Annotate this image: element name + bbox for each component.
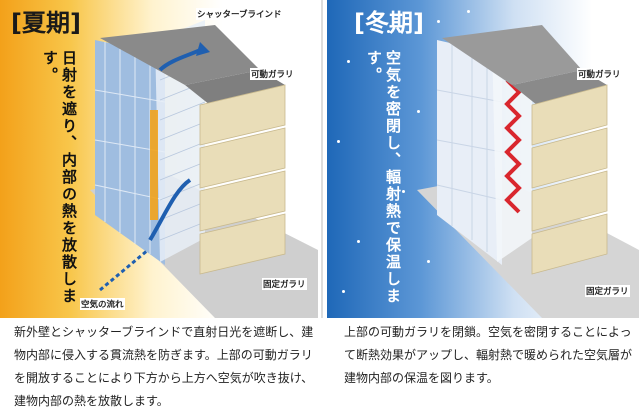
winter-callout-movable-louver: 可動ガラリ [577,68,622,80]
panel-divider [321,0,323,318]
summer-description: 新外壁とシャッターブラインドで直射日光を遮断し、建物内部に侵入する貫流熱を防ぎま… [14,321,314,413]
summer-callout-fixed-louver: 固定ガラリ [262,278,307,290]
summer-callout-blind: シャッターブラインド [196,8,283,20]
summer-panel: [夏期] 日射を遮り、内部の熱を放散します。 シャッターブラインド 可動ガラリ … [0,0,318,318]
winter-description: 上部の可動ガラリを閉鎖。空気を密閉することによって断熱効果がアップし、輻射熱で暖… [344,321,634,390]
summer-vertical-caption: 日射を遮り、内部の熱を放散します。 [40,50,78,318]
winter-callout-fixed-louver: 固定ガラリ [585,285,630,297]
summer-callout-airflow: 空気の流れ [80,298,125,310]
winter-vertical-caption: 空気を密閉し、輻射熱で保温します。 [364,50,402,318]
summer-callout-movable-louver: 可動ガラリ [250,68,295,80]
winter-panel: [冬期] 空気を密閉し、輻射熱で保温します。 可動ガラリ 固定ガラリ [327,0,639,318]
summer-season-label: [夏期] [8,8,84,38]
winter-season-label: [冬期] [351,8,427,38]
